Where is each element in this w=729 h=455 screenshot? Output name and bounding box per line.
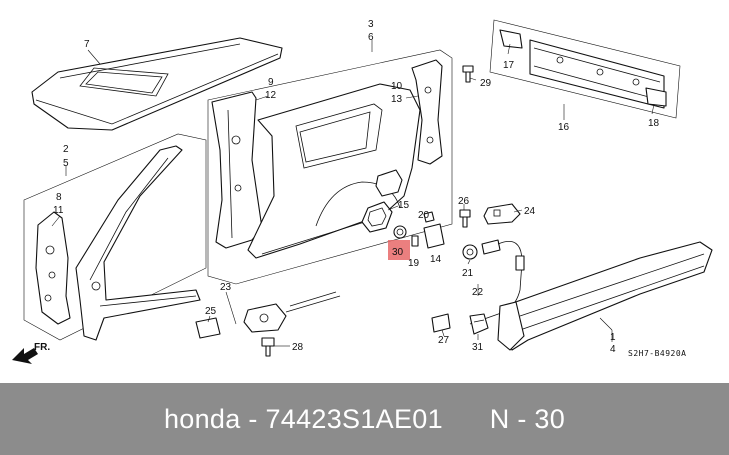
clip-31 xyxy=(469,313,489,335)
ref-prefix: N - xyxy=(489,403,535,434)
callout-2: 2 xyxy=(63,144,69,155)
callout-14: 14 xyxy=(430,254,442,265)
callout-8: 8 xyxy=(56,192,62,203)
callout-3: 3 xyxy=(368,19,374,30)
front-direction-arrow: FR. xyxy=(12,342,50,364)
caption-bar: honda - 74423S1AE01 N - 30 xyxy=(0,383,729,455)
callout-18: 18 xyxy=(648,118,660,129)
callout-22: 22 xyxy=(472,287,484,298)
opener-parts xyxy=(195,291,341,357)
bracket-24 xyxy=(483,203,521,225)
callout-19: 19 xyxy=(408,258,420,269)
callout-26: 26 xyxy=(458,196,470,207)
rear-panel-group xyxy=(489,19,681,119)
callout-6: 6 xyxy=(368,32,374,43)
clip-27 xyxy=(431,313,451,333)
caption-separator: - xyxy=(240,403,266,434)
caption-gap xyxy=(443,404,490,434)
front-pillar-group xyxy=(23,133,207,341)
brand-name: honda xyxy=(163,403,241,434)
callout-27: 27 xyxy=(438,335,450,346)
parts-diagram-svg: 7 3 6 2 5 8 11 9 12 10 13 29 17 18 16 15… xyxy=(12,19,713,364)
callout-10: 10 xyxy=(391,81,403,92)
callout-23: 23 xyxy=(220,282,232,293)
callout-15: 15 xyxy=(398,200,410,211)
diagram-code: S2H7-B4920A xyxy=(628,349,686,358)
callout-7: 7 xyxy=(84,39,90,50)
bolt-29 xyxy=(462,65,474,83)
callout-4: 4 xyxy=(610,344,616,355)
callout-24: 24 xyxy=(524,206,536,217)
callout-12: 12 xyxy=(265,90,277,101)
callout-28: 28 xyxy=(292,342,304,353)
callout-17: 17 xyxy=(503,60,515,71)
callout-5: 5 xyxy=(63,158,69,169)
callout-9: 9 xyxy=(268,77,274,88)
part-30-highlight xyxy=(388,240,410,260)
callout-30: 30 xyxy=(392,247,404,258)
callout-1: 1 xyxy=(610,332,616,343)
leader-lines xyxy=(51,40,655,347)
fr-label: FR. xyxy=(34,342,50,353)
side-sill xyxy=(497,241,713,351)
callout-11: 11 xyxy=(53,205,64,216)
callout-numbers: 7 3 6 2 5 8 11 9 12 10 13 29 17 18 16 15… xyxy=(53,19,660,355)
side-panel-group xyxy=(207,49,453,285)
callout-13: 13 xyxy=(391,94,403,105)
bolt-26 xyxy=(459,209,471,228)
part-caption: honda - 74423S1AE01 N - 30 xyxy=(164,404,565,435)
part-number: 74423S1AE01 xyxy=(265,403,443,434)
callout-21: 21 xyxy=(462,268,474,279)
callout-31: 31 xyxy=(472,342,484,353)
callout-29: 29 xyxy=(480,78,492,89)
callout-25: 25 xyxy=(205,306,217,317)
callout-16: 16 xyxy=(558,122,570,133)
roof-panel xyxy=(31,37,283,131)
parts-diagram: 7 3 6 2 5 8 11 9 12 10 13 29 17 18 16 15… xyxy=(12,19,713,364)
callout-20: 20 xyxy=(418,210,430,221)
fuel-lid-parts xyxy=(393,211,445,249)
ref-number: 30 xyxy=(534,403,566,434)
